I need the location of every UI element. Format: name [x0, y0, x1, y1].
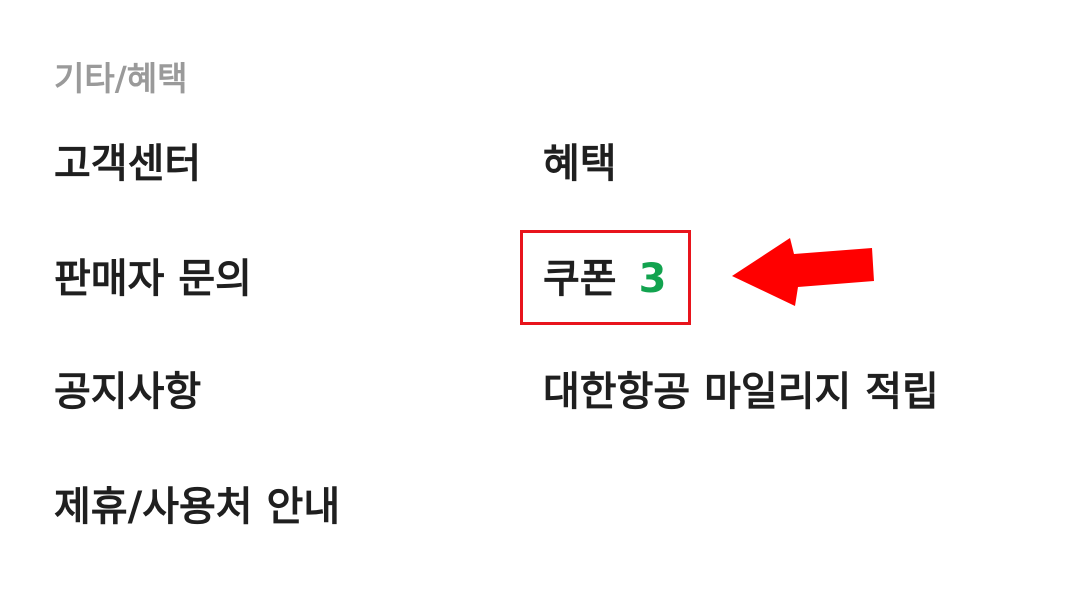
menu-item-korean-air-mileage[interactable]: 대한항공 마일리지 적립 — [543, 369, 939, 415]
menu-item-coupons[interactable]: 쿠폰 3 — [543, 251, 666, 307]
coupon-count-badge: 3 — [638, 256, 667, 302]
arrow-left-icon — [732, 238, 874, 306]
menu-item-partner-info[interactable]: 제휴/사용처 안내 — [54, 484, 341, 530]
section-title: 기타/혜택 — [54, 59, 188, 98]
menu-item-seller-inquiry[interactable]: 판매자 문의 — [54, 256, 252, 302]
menu-item-customer-center[interactable]: 고객센터 — [54, 141, 202, 187]
menu-item-benefits[interactable]: 혜택 — [543, 141, 617, 187]
coupon-label: 쿠폰 — [543, 256, 617, 302]
arrow-left-shape — [732, 238, 874, 306]
menu-item-notices[interactable]: 공지사항 — [54, 369, 202, 415]
